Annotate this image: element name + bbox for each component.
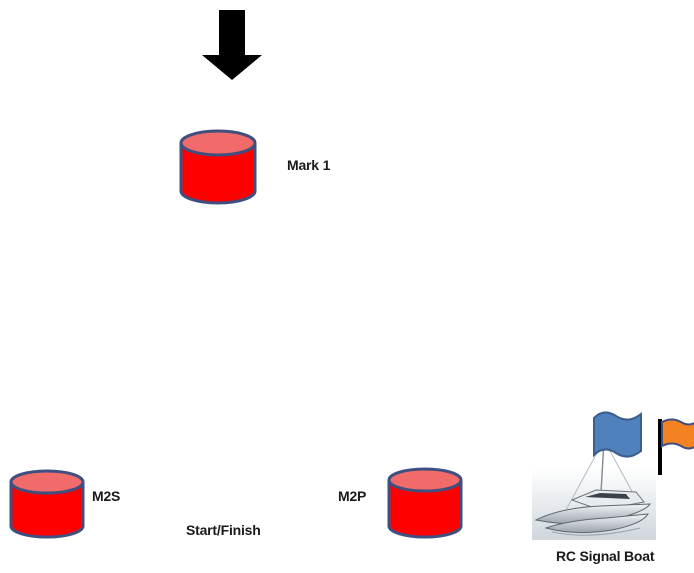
orange-flag-icon — [658, 418, 694, 475]
m2s-label: M2S — [92, 488, 121, 504]
m2p-buoy-icon — [387, 467, 463, 539]
start-finish-label: Start/Finish — [186, 522, 261, 538]
blue-flag-icon — [593, 411, 642, 458]
wind-arrow-icon — [202, 10, 262, 80]
rc-signal-boat-label: RC Signal Boat — [556, 548, 655, 564]
m2p-label: M2P — [338, 488, 367, 504]
mark1-buoy-icon — [179, 129, 257, 205]
m2s-buoy-icon — [9, 469, 85, 539]
mark1-label: Mark 1 — [287, 157, 331, 173]
